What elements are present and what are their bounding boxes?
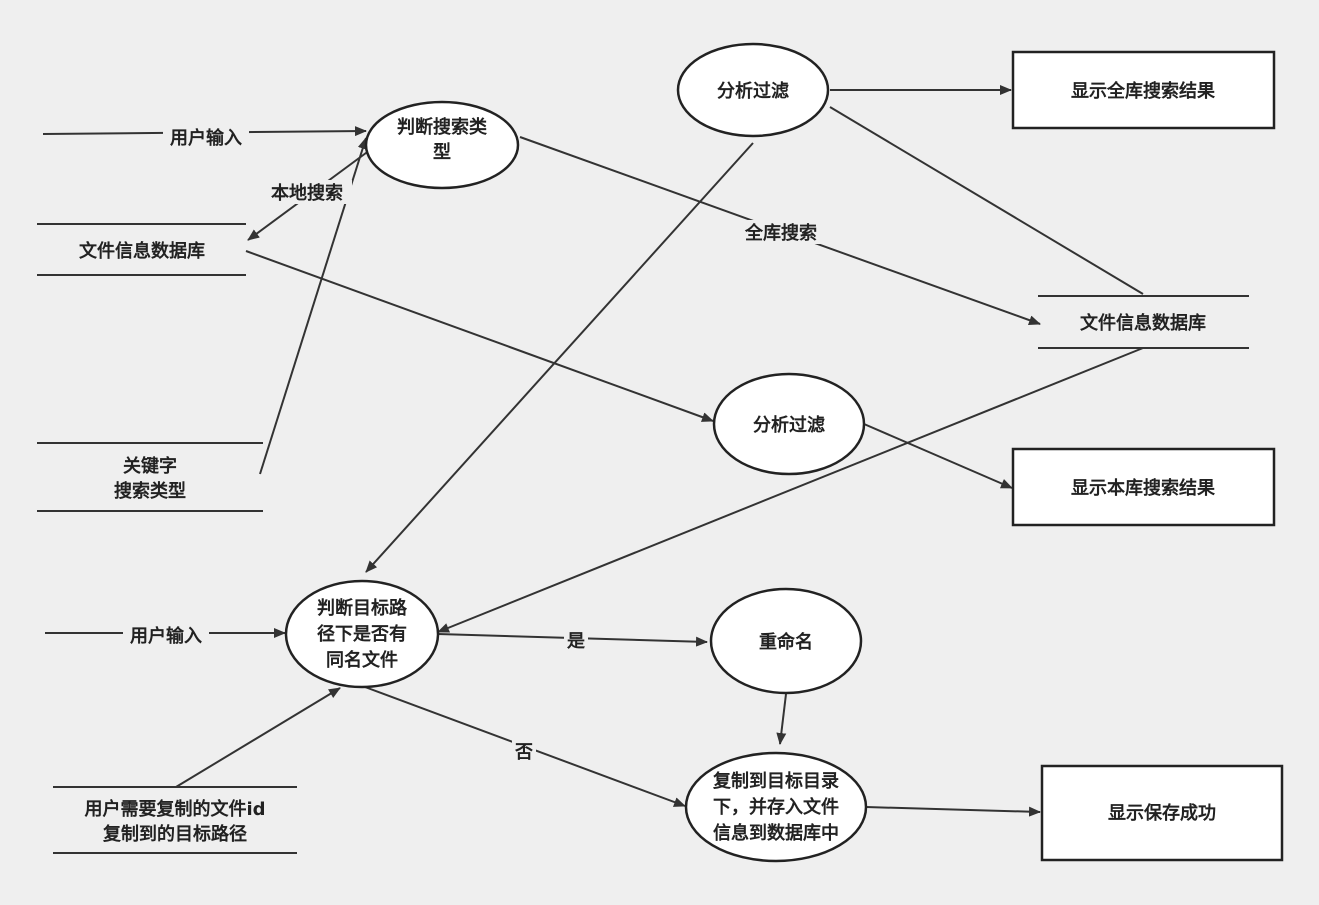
process-label-line1: 判断搜索类 xyxy=(397,116,488,138)
output-label: 显示全库搜索结果 xyxy=(1071,80,1216,102)
store-file-db-left: 文件信息数据库 xyxy=(37,223,246,276)
label-global-search: 全库搜索 xyxy=(744,222,817,244)
label-user-input-bottom: 用户输入 xyxy=(130,625,202,647)
process-label-line2: 径下是否有 xyxy=(317,623,407,645)
process-label: 重命名 xyxy=(759,631,813,653)
store-label-line2: 搜索类型 xyxy=(114,480,186,502)
output-label: 显示保存成功 xyxy=(1108,802,1216,824)
process-judge-same-name: 判断目标路 径下是否有 同名文件 xyxy=(284,579,440,689)
process-label: 分析过滤 xyxy=(753,414,825,436)
process-label: 分析过滤 xyxy=(717,80,789,102)
store-label-line1: 关键字 xyxy=(123,455,177,477)
flow-db-to-filter-mid xyxy=(245,250,714,422)
label-yes: 是 xyxy=(566,631,585,652)
store-label: 文件信息数据库 xyxy=(1080,312,1206,334)
output-all-results: 显示全库搜索结果 xyxy=(1011,50,1276,130)
store-copy-input: 用户需要复制的文件id 复制到的目标路径 xyxy=(53,786,297,854)
process-rename: 重命名 xyxy=(709,587,863,695)
process-label-line1: 判断目标路 xyxy=(317,597,408,619)
store-label-line1: 用户需要复制的文件id xyxy=(84,798,265,820)
output-local-results: 显示本库搜索结果 xyxy=(1011,447,1276,527)
flow-db-to-filter xyxy=(829,106,1144,295)
flow-lines xyxy=(42,85,1144,817)
label-user-input-top: 用户输入 xyxy=(170,127,242,149)
output-save-success: 显示保存成功 xyxy=(1040,764,1284,862)
store-keyword-type: 关键字 搜索类型 xyxy=(37,442,263,512)
process-label-line1: 复制到目标目录 xyxy=(712,770,839,792)
process-label-line3: 同名文件 xyxy=(326,649,398,671)
store-file-db-right: 文件信息数据库 xyxy=(1038,295,1249,349)
process-filter-mid: 分析过滤 xyxy=(712,372,866,476)
flow-db-to-judge xyxy=(437,347,1144,633)
process-label-line3: 信息到数据库中 xyxy=(713,822,839,844)
process-label-line2: 下，并存入文件 xyxy=(713,796,839,818)
flow-labels: 用户输入 本地搜索 全库搜索 用户输入 是 否 xyxy=(123,125,826,763)
flow-to-local-results xyxy=(863,423,1013,489)
flow-to-save-success xyxy=(865,806,1041,817)
flow-copy-input xyxy=(175,687,341,788)
label-no: 否 xyxy=(514,742,533,763)
store-label-line2: 复制到的目标路径 xyxy=(102,823,247,845)
process-judge-search-type: 判断搜索类 型 xyxy=(364,100,520,190)
output-label: 显示本库搜索结果 xyxy=(1071,477,1216,499)
flow-filter-to-judge xyxy=(365,142,754,573)
flow-rename-to-copy xyxy=(776,693,787,745)
process-filter-top: 分析过滤 xyxy=(676,42,830,138)
store-label: 文件信息数据库 xyxy=(79,240,205,262)
process-label-line2: 型 xyxy=(433,141,451,163)
process-copy-save: 复制到目标目录 下，并存入文件 信息到数据库中 xyxy=(684,751,868,863)
label-local-search: 本地搜索 xyxy=(271,182,343,204)
